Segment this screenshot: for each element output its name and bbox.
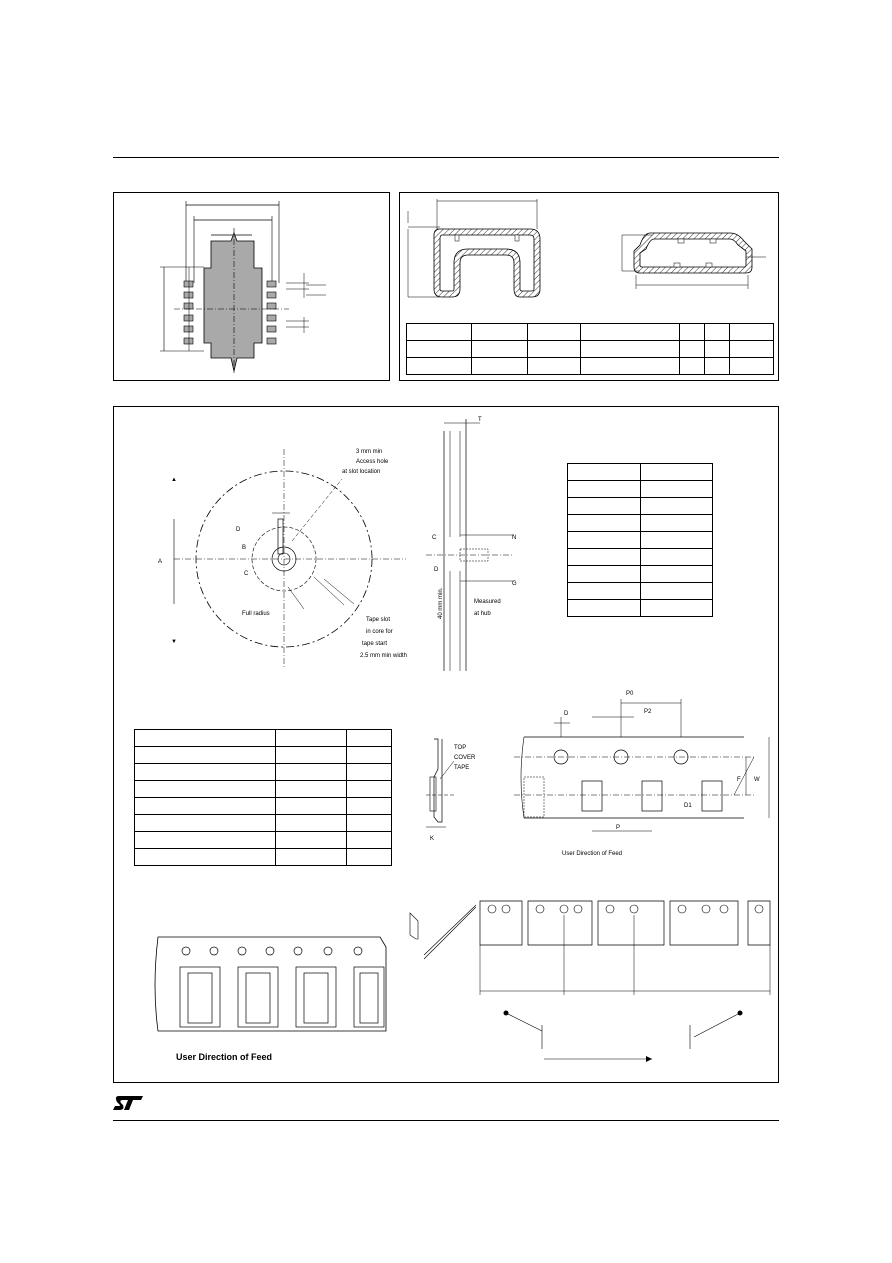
access-hole-note-1: 3 mm min	[356, 449, 382, 455]
reel-arrow-bottom: ▼	[171, 639, 177, 645]
access-hole-note-3: at slot location	[342, 469, 380, 475]
reel-letter-g: G	[512, 581, 517, 587]
table-row	[406, 340, 774, 358]
tape-label-d1: D1	[684, 803, 692, 809]
tape-label-k: K	[430, 836, 434, 842]
reel-letter-b: B	[242, 545, 246, 551]
carrier-with-devices-drawing: User Direction of Feed	[154, 936, 387, 1062]
table-row	[567, 565, 713, 583]
reel-letter-c: C	[244, 571, 249, 577]
reel-letter-a: A	[158, 559, 162, 565]
reel-letter-t: T	[478, 417, 482, 423]
tape-label-f: F	[737, 777, 741, 783]
header-rule	[113, 157, 779, 158]
tape-slot-note-1: Tape slot	[366, 617, 390, 623]
table-row	[134, 814, 392, 832]
tape-and-reel-panel: ▲ ▼ A D B C 3 mm min Access hole at slot…	[113, 406, 779, 1083]
table-row	[567, 463, 713, 481]
reel-letter-d: D	[236, 527, 241, 533]
top-cover-label-1: TOP	[454, 745, 466, 751]
tape-label-w: W	[754, 777, 760, 783]
table-row	[567, 531, 713, 549]
tape-label-p: P	[616, 825, 620, 831]
table-row	[134, 729, 392, 747]
table-row	[406, 323, 774, 341]
table-row	[134, 746, 392, 764]
carrier-user-direction: User Direction of Feed	[176, 1052, 272, 1062]
tape-label-p0: P0	[626, 691, 634, 697]
tape-user-direction: User Direction of Feed	[562, 851, 622, 857]
access-hole-note-2: Access hole	[356, 459, 389, 465]
footer-rule	[113, 1120, 779, 1121]
table-row	[567, 599, 713, 617]
tube-dimension-table	[406, 323, 774, 375]
table-row	[567, 548, 713, 566]
table-row	[134, 780, 392, 798]
tape-label-d: D	[564, 711, 569, 717]
table-row	[567, 514, 713, 532]
st-logo	[113, 1094, 147, 1112]
tube-section-panel	[399, 192, 779, 381]
table-row	[134, 797, 392, 815]
reel-side-letter-d: D	[434, 567, 439, 573]
table-row	[406, 357, 774, 375]
reel-letter-n: N	[512, 535, 516, 541]
reel-dimension-table	[567, 463, 713, 617]
full-radius-note: Full radius	[242, 611, 270, 617]
tape-slot-note-4: 2.5 mm min width	[360, 653, 407, 659]
top-cover-label-2: COVER	[454, 755, 476, 761]
tape-slot-note-2: in core for	[366, 629, 393, 635]
table-row	[567, 497, 713, 515]
package-outline-panel	[113, 192, 390, 381]
top-cover-label-3: TAPE	[454, 765, 469, 771]
carrier-tape-drawing: TOP COVER TAPE K P0 P2 D F W D1 P User D	[426, 691, 770, 857]
reel-arrow-top: ▲	[171, 477, 177, 483]
reel-40mm-note: 40 mm min.	[438, 587, 444, 619]
table-row	[567, 582, 713, 600]
table-row	[134, 848, 392, 866]
measured-note-2: at hub	[474, 611, 491, 617]
st-logo-icon	[113, 1096, 143, 1110]
reel-side-letter-c: C	[432, 535, 437, 541]
table-row	[134, 763, 392, 781]
table-row	[134, 831, 392, 849]
tape-dimension-table	[134, 729, 392, 866]
leader-trailer-drawing	[409, 900, 771, 1062]
measured-note-1: Measured	[474, 599, 501, 605]
reel-drawing: ▲ ▼ A D B C 3 mm min Access hole at slot…	[158, 417, 517, 671]
tube-section-drawing	[407, 199, 766, 298]
tape-slot-note-3: tape start	[362, 641, 387, 647]
tape-label-p2: P2	[644, 709, 652, 715]
table-row	[567, 480, 713, 498]
package-outline-drawing	[160, 201, 326, 373]
